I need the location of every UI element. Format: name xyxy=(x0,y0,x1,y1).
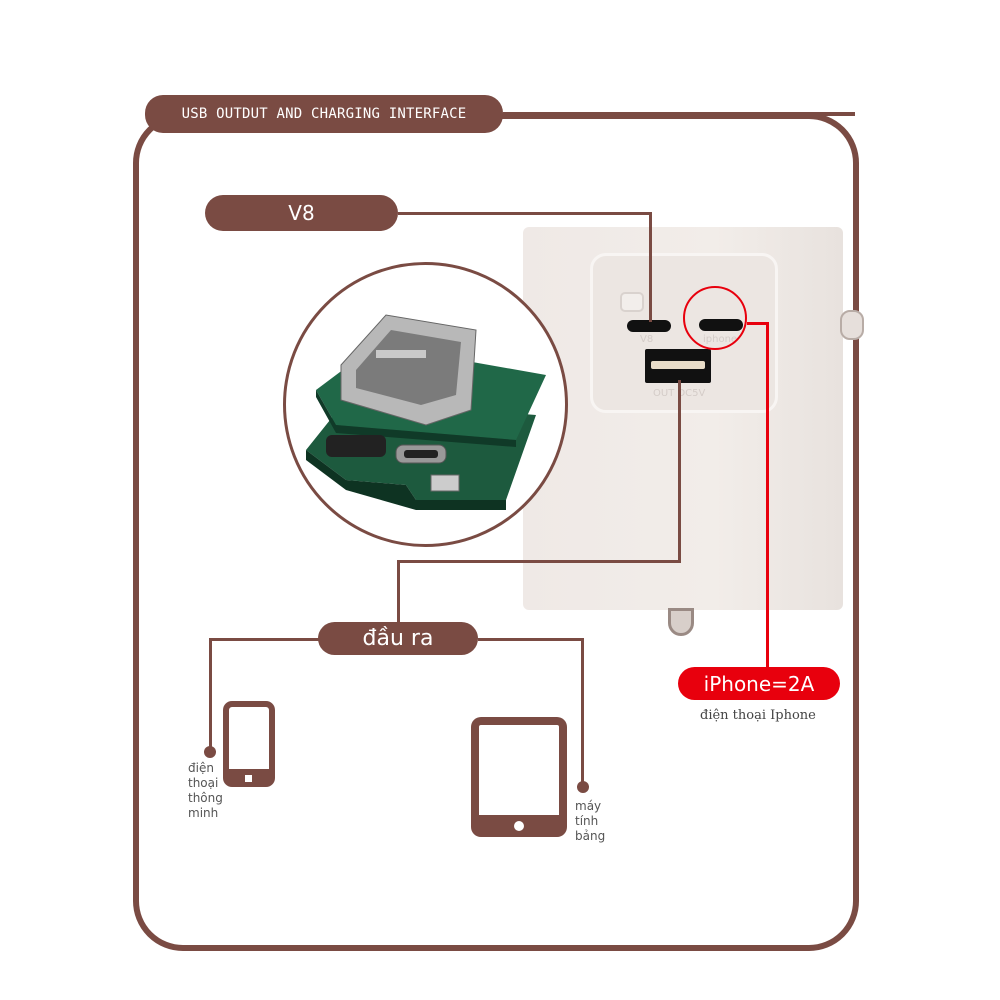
v8-connector-v xyxy=(649,212,652,322)
caption-line: thông xyxy=(188,791,223,805)
pcb-board-illustration xyxy=(306,314,546,510)
v8-port-label: V8 xyxy=(640,334,654,345)
iphone-connector-h xyxy=(747,322,768,325)
tablet-connector-dot xyxy=(577,781,589,793)
output-connector-v2 xyxy=(397,560,400,624)
caption-line: tính xyxy=(575,814,599,828)
output-branch-left xyxy=(209,638,319,641)
caption-line: máy xyxy=(575,799,602,813)
iphone-connector-v xyxy=(766,322,769,669)
power-button-icon[interactable] xyxy=(620,292,644,312)
tablet-connector xyxy=(581,638,584,786)
output-label: đầu ra xyxy=(318,622,478,655)
title-connector xyxy=(503,112,855,116)
smartphone-icon xyxy=(223,701,275,787)
iphone-port-highlight xyxy=(683,286,747,350)
charger-bottom-plug xyxy=(668,608,694,636)
v8-port xyxy=(627,320,671,332)
section-title: USB OUTDUT AND CHARGING INTERFACE xyxy=(145,95,503,133)
charger-side-clip xyxy=(840,310,864,340)
phone-connector xyxy=(209,638,212,750)
v8-label: V8 xyxy=(205,195,398,231)
tablet-icon xyxy=(471,717,567,837)
iphone-spec-label: iPhone=2A xyxy=(678,667,840,700)
caption-line: thoại xyxy=(188,776,219,790)
phone-connector-dot xyxy=(204,746,216,758)
iphone-caption: điện thoại Iphone xyxy=(700,708,816,723)
output-connector-h xyxy=(397,560,681,563)
port-panel xyxy=(590,253,778,413)
v8-connector-h xyxy=(398,212,652,215)
caption-line: minh xyxy=(188,806,219,820)
output-branch-right xyxy=(478,638,584,641)
tablet-caption: máy tính bảng xyxy=(575,799,605,844)
usb-out-port xyxy=(645,349,711,383)
caption-line: bảng xyxy=(575,829,606,843)
output-connector-v1 xyxy=(678,380,681,562)
pcb-photo xyxy=(283,262,568,547)
caption-line: điện xyxy=(188,761,214,775)
smartphone-caption: điện thoại thông minh xyxy=(188,761,223,821)
